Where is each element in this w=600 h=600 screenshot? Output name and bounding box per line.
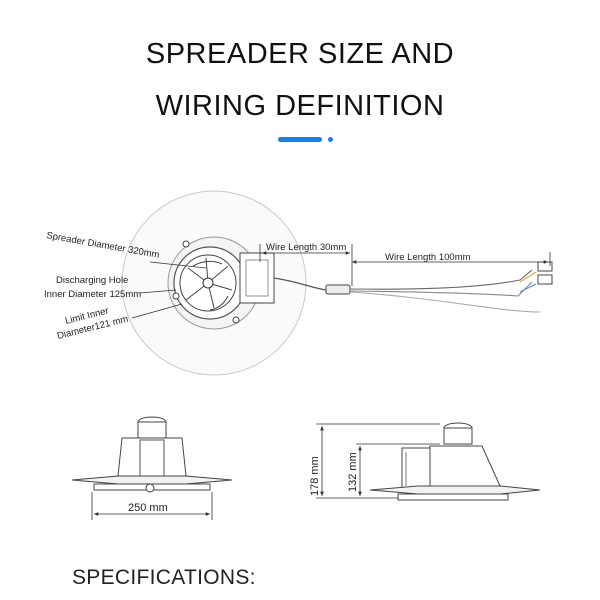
side-view: 178 mm 132 mm [309, 422, 541, 501]
wire-100mm-bundle [349, 269, 541, 313]
page-title-line-2: WIRING DEFINITION [155, 90, 445, 122]
wire-connector [325, 284, 351, 295]
wire-length-100mm-label: Wire Length 100mm [385, 252, 471, 263]
wire-length-dimensions [259, 244, 551, 286]
terminal-connector-2 [537, 274, 553, 285]
discharging-hole-label-line-2: Inner Diameter 125mm [44, 289, 141, 300]
front-view: 250 mm [71, 416, 233, 520]
discharging-hole-label-line-1: Discharging Hole [56, 275, 128, 286]
spreader-plate-side [369, 485, 541, 495]
motor-housing-front [139, 439, 165, 477]
title-accent-dot [328, 137, 333, 142]
top-view: Wire Length 30mm Wire Length 100mm Sprea… [44, 190, 553, 376]
title-accent-dash [278, 137, 322, 142]
specifications-heading: SPECIFICATIONS: [72, 566, 256, 589]
wire-30mm [273, 277, 327, 291]
base-plate-side [397, 493, 509, 501]
junction-box [239, 252, 275, 304]
page-title-line-1: SPREADER SIZE AND [145, 38, 455, 70]
wire-length-30mm-label: Wire Length 30mm [266, 242, 346, 253]
side-height-body-label: 132 mm [347, 452, 359, 492]
bracket-side [401, 447, 431, 489]
motor-cap-body-side [443, 427, 473, 445]
motor-cap-body-front [137, 421, 167, 439]
spreader-plate-front [71, 475, 233, 485]
diameter-leader-lines [131, 261, 207, 319]
center-cap [202, 277, 214, 289]
side-height-total-label: 178 mm [309, 456, 321, 496]
front-width-label: 250 mm [128, 502, 168, 514]
junction-box-inner [245, 259, 269, 297]
